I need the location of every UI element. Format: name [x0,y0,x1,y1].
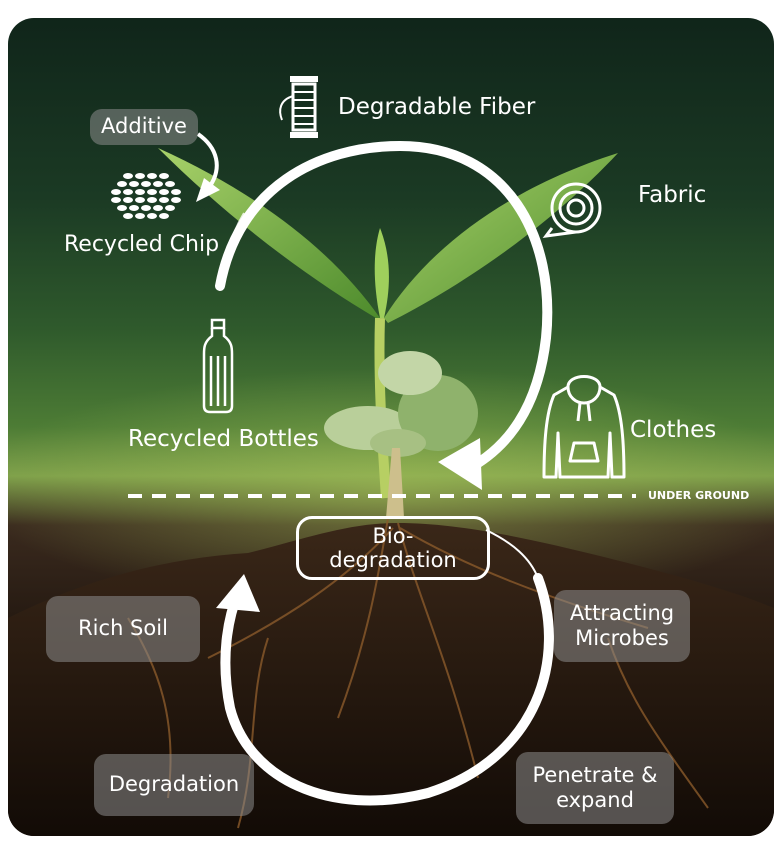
attracting-line2: Microbes [575,626,669,650]
diagram-frame: Degradable Fiber Fabric Additive Recycle… [8,18,774,836]
pellets-icon [111,173,181,219]
thread-spool-icon [279,76,318,138]
attracting-line1: Attracting [569,600,675,625]
additive-arrow [196,132,219,188]
hoodie-icon [542,375,626,479]
rich-soil-text: Rich Soil [78,616,168,641]
label-rich-soil: Rich Soil [46,596,200,662]
label-additive: Additive [90,109,198,145]
bottle-icon [202,318,234,414]
label-penetrate-expand: Penetrate & expand [516,752,674,824]
biodegradation-line2: degradation [329,548,457,572]
degradation-text: Degradation [108,772,240,797]
label-degradation: Degradation [94,754,254,816]
fabric-roll-icon [542,182,602,238]
label-attracting-microbes: Attracting Microbes [554,590,690,662]
label-recycled-bottles: Recycled Bottles [128,426,319,452]
label-biodegradation: Bio- degradation [296,516,490,580]
cycle-arrowhead-lower [216,574,260,612]
label-fabric: Fabric [638,182,707,208]
cycle-arrow-lower [220,573,554,806]
penetrate-line1: Penetrate & [532,762,658,787]
biodegradation-line1: Bio- [372,523,414,548]
cycle-arrow-upper [215,140,553,475]
label-under-ground: UNDER GROUND [648,489,750,502]
penetrate-line2: expand [556,788,634,812]
label-clothes: Clothes [630,417,717,443]
cycle-arrowhead-upper [438,438,482,490]
label-recycled-chip: Recycled Chip [64,232,220,257]
label-additive-text: Additive [101,114,187,139]
label-degradable-fiber: Degradable Fiber [338,94,536,120]
